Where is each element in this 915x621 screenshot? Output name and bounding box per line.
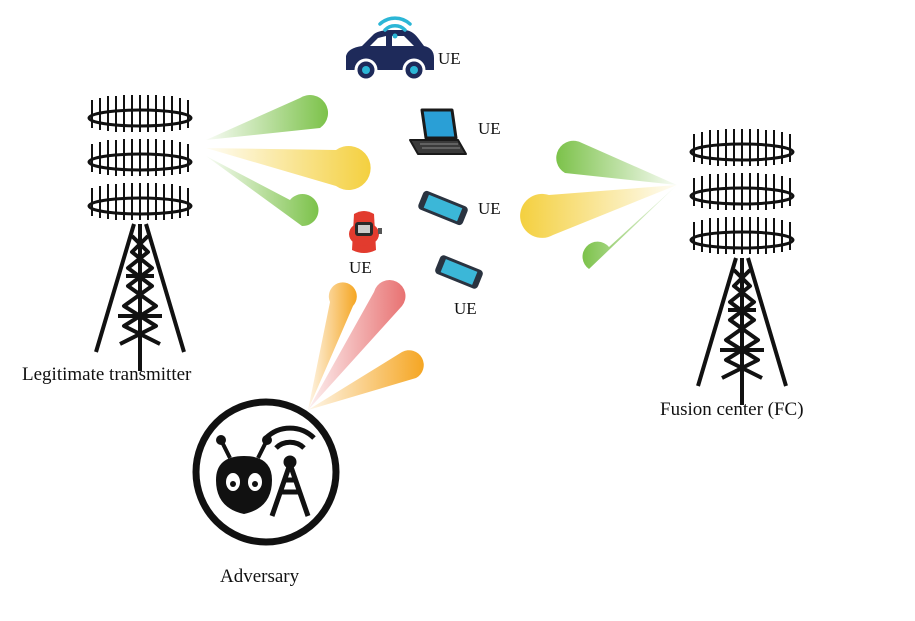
phone-icon <box>417 190 469 227</box>
adversary-label: Adversary <box>220 566 300 587</box>
ue-label-car: UE <box>438 49 461 68</box>
ue-label-phone-2: UE <box>454 299 477 318</box>
laptop-icon <box>410 110 466 154</box>
transmitter-tower-icon <box>89 95 191 371</box>
beam-green-upper <box>206 95 328 140</box>
smartwatch-icon <box>349 211 382 253</box>
car-icon <box>346 30 434 80</box>
fusion-center-label: Fusion center (FC) <box>660 399 804 420</box>
ue-label-phone-1: UE <box>478 199 501 218</box>
beam-yellow-mid <box>206 146 371 190</box>
adversary-icon <box>196 402 336 542</box>
transmitter-label: Legitimate transmitter <box>22 364 192 385</box>
fusion-center-tower-icon <box>691 129 793 405</box>
fc-beam-green-upper <box>556 141 677 185</box>
fc-beam-yellow-mid <box>520 185 677 238</box>
ue-label-laptop: UE <box>478 119 501 138</box>
ue-label-watch: UE <box>349 258 372 277</box>
phone-icon <box>434 254 484 290</box>
